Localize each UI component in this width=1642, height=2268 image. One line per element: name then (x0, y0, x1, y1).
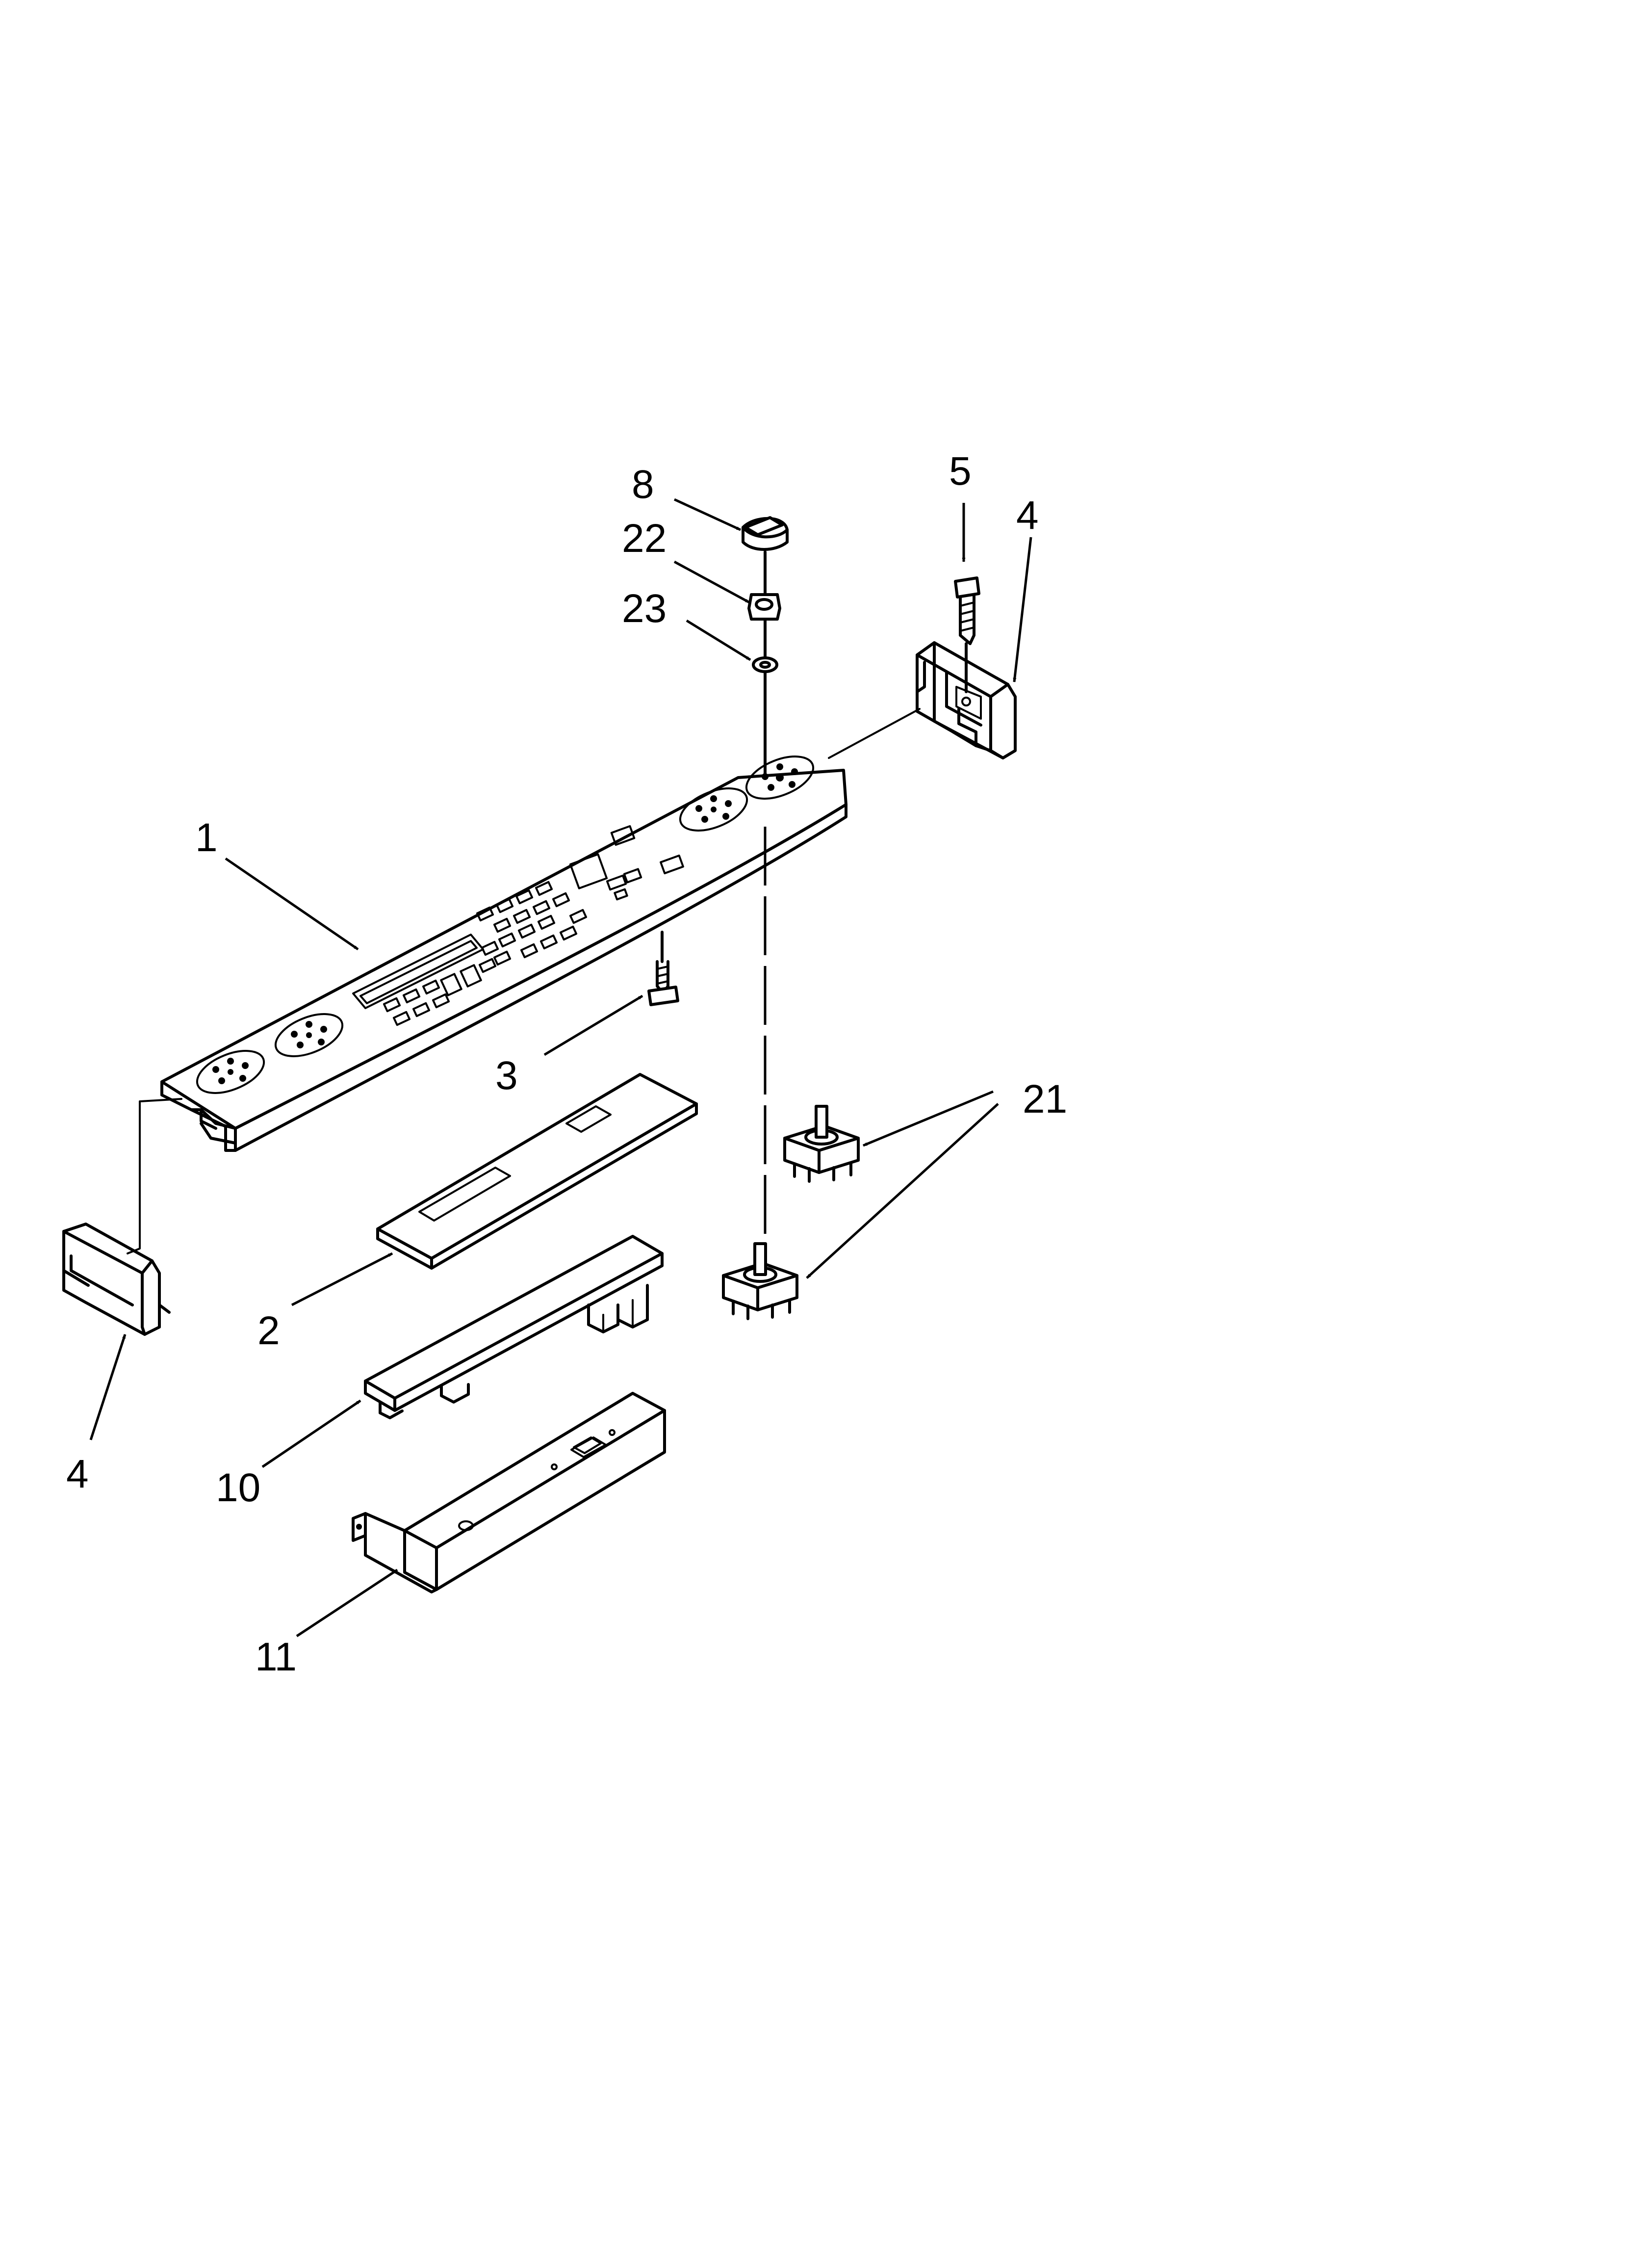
control-board (364, 1235, 664, 1419)
overlay (376, 1073, 698, 1270)
knob-pad-2 (274, 1013, 344, 1057)
leader-lines (89, 498, 1032, 1638)
switch-upper (783, 1105, 860, 1183)
label-nut: 22 (622, 516, 667, 561)
board-cover (352, 1392, 666, 1593)
washer (752, 656, 778, 673)
screw-mid (647, 931, 679, 1006)
knob-pad-1 (196, 1050, 265, 1094)
label-switch: 21 (1023, 1077, 1067, 1121)
keypad (383, 825, 684, 1026)
knob-pad-3 (679, 787, 748, 832)
console-panel (160, 756, 847, 1152)
label-washer: 23 (622, 586, 667, 631)
label-end-cap-left: 4 (66, 1452, 89, 1496)
label-overlay: 2 (257, 1308, 280, 1353)
label-screw-top: 5 (949, 449, 972, 494)
screw-top (954, 576, 980, 693)
end-cap-left (62, 1223, 171, 1336)
label-console-panel: 1 (195, 815, 218, 860)
knob (742, 516, 789, 551)
label-screw-mid: 3 (495, 1053, 518, 1098)
switch-lower (722, 1242, 798, 1320)
label-end-cap-right: 4 (1016, 493, 1039, 538)
label-control-board: 10 (216, 1465, 260, 1510)
label-board-cover: 11 (255, 1635, 297, 1679)
nut (747, 593, 781, 621)
label-knob: 8 (632, 462, 654, 507)
end-cap-right (916, 641, 1017, 759)
